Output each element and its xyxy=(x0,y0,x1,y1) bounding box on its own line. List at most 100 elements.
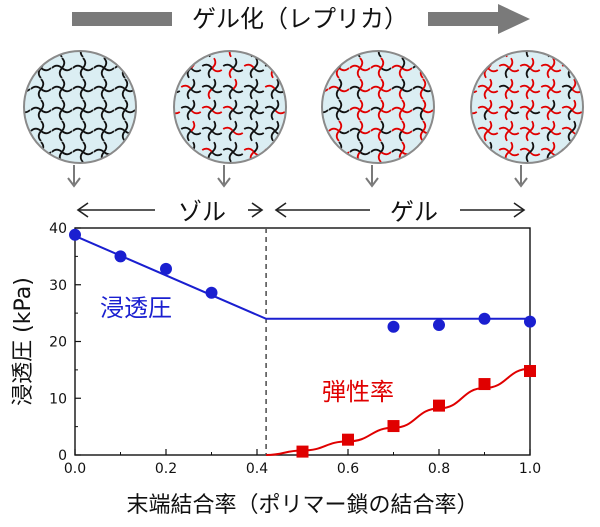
polymer-arm xyxy=(370,148,382,153)
polymer-arm xyxy=(114,85,126,90)
data-point-osmotic xyxy=(114,250,127,263)
y-axis-label: 浸透圧 (kPa) xyxy=(11,277,36,406)
polymer-arm xyxy=(61,120,66,132)
polymer-arm xyxy=(508,51,520,52)
polymer-arm xyxy=(422,57,427,69)
polymer-arm xyxy=(550,78,556,90)
y-tick-label: 30 xyxy=(49,278,67,294)
polymer-arm xyxy=(274,78,280,90)
polymer-arm xyxy=(349,64,361,69)
polymer-arm xyxy=(207,130,213,142)
polymer-arm xyxy=(94,45,104,47)
polymer-arm xyxy=(207,67,213,79)
x-tick-label: 0.6 xyxy=(337,461,359,477)
polymer-arm xyxy=(338,130,350,135)
polymer-arm xyxy=(201,126,213,132)
polymer-arm xyxy=(30,148,42,153)
polymer-arm xyxy=(308,87,318,89)
x-tick-label: 0.0 xyxy=(64,461,86,477)
polymer-arm xyxy=(124,67,136,72)
polymer-arm xyxy=(356,130,361,142)
polymer-arm xyxy=(10,87,20,89)
polymer-arm xyxy=(93,127,105,132)
polymer-arm xyxy=(190,109,202,115)
polymer-arm xyxy=(72,148,84,153)
polymer-arm xyxy=(211,141,217,153)
polymer-arm xyxy=(509,37,512,47)
polymer-arm xyxy=(180,126,192,132)
polymer-arm xyxy=(423,47,433,49)
polymer-arm xyxy=(402,47,412,49)
polymer-arm xyxy=(316,89,318,99)
polymer-arm xyxy=(243,105,255,111)
polymer-arm xyxy=(174,141,175,153)
polymer-arm xyxy=(40,109,52,114)
polymer-arm xyxy=(191,37,194,47)
polymer-arm xyxy=(114,106,126,111)
polymer-arm xyxy=(20,37,22,47)
polymer-arm xyxy=(222,147,234,153)
polymer-arm xyxy=(232,120,238,132)
polymer-arm xyxy=(551,37,554,47)
polymer-arm xyxy=(228,151,234,163)
polymer-arm xyxy=(529,120,535,132)
network-circles xyxy=(10,37,584,164)
data-point-osmotic xyxy=(387,320,400,333)
polymer-arm xyxy=(211,78,217,90)
polymer-arm xyxy=(541,44,551,47)
polymer-arm xyxy=(160,65,170,68)
polymer-arm xyxy=(380,78,385,90)
polymer-arm xyxy=(356,67,361,79)
polymer-arm xyxy=(508,151,520,157)
polymer-arm xyxy=(51,106,63,111)
polymer-arm xyxy=(20,47,30,49)
polymer-arm xyxy=(377,130,382,142)
polymer-arm xyxy=(10,129,20,131)
polymer-arm xyxy=(274,151,286,157)
x-axis-label: 末端結合率（ポリマー鎖の結合率） xyxy=(126,493,478,518)
polymer-arm xyxy=(222,84,234,90)
polymer-arm xyxy=(115,45,125,47)
polymer-arm xyxy=(274,67,286,73)
polymer-arm xyxy=(377,67,382,79)
polymer-arm xyxy=(125,37,127,47)
polymer-arm xyxy=(571,67,583,73)
polymer-arm xyxy=(377,109,382,121)
polymer-arm xyxy=(223,44,233,47)
polymer-arm xyxy=(567,51,573,58)
polymer-arm xyxy=(93,64,105,69)
polymer-arm xyxy=(477,126,489,132)
polymer-arm xyxy=(471,151,478,157)
polymer-arm xyxy=(103,99,108,111)
polymer-arm xyxy=(571,99,577,111)
polymer-arm xyxy=(62,47,72,49)
polymer-arm xyxy=(37,51,42,58)
gelation-arrow-left-bar xyxy=(72,12,172,26)
polymer-arm xyxy=(211,51,223,52)
data-point-osmotic xyxy=(205,286,218,299)
polymer-arm xyxy=(487,99,493,111)
polymer-arm xyxy=(339,37,341,47)
polymer-arm xyxy=(359,109,371,114)
polymer-arm xyxy=(561,84,573,90)
circle-outline xyxy=(23,50,137,164)
polymer-arm xyxy=(308,150,318,152)
polymer-arm xyxy=(232,57,238,69)
polymer-arm xyxy=(274,51,286,52)
x-tick-label: 0.4 xyxy=(246,461,268,477)
polymer-arm xyxy=(40,130,52,135)
polymer-arm xyxy=(270,151,276,163)
fit-lines xyxy=(74,235,531,456)
polymer-arm xyxy=(10,108,20,110)
polymer-arm xyxy=(274,120,280,132)
polymer-arm xyxy=(202,44,212,47)
polymer-arm xyxy=(477,84,489,90)
polymer-arm xyxy=(540,147,552,153)
polymer-arm xyxy=(253,141,259,153)
polymer-arm xyxy=(356,88,361,100)
polymer-arm xyxy=(180,84,192,90)
polymer-arm xyxy=(201,105,213,111)
polymer-arm xyxy=(571,109,583,115)
polymer-arm xyxy=(72,106,84,111)
